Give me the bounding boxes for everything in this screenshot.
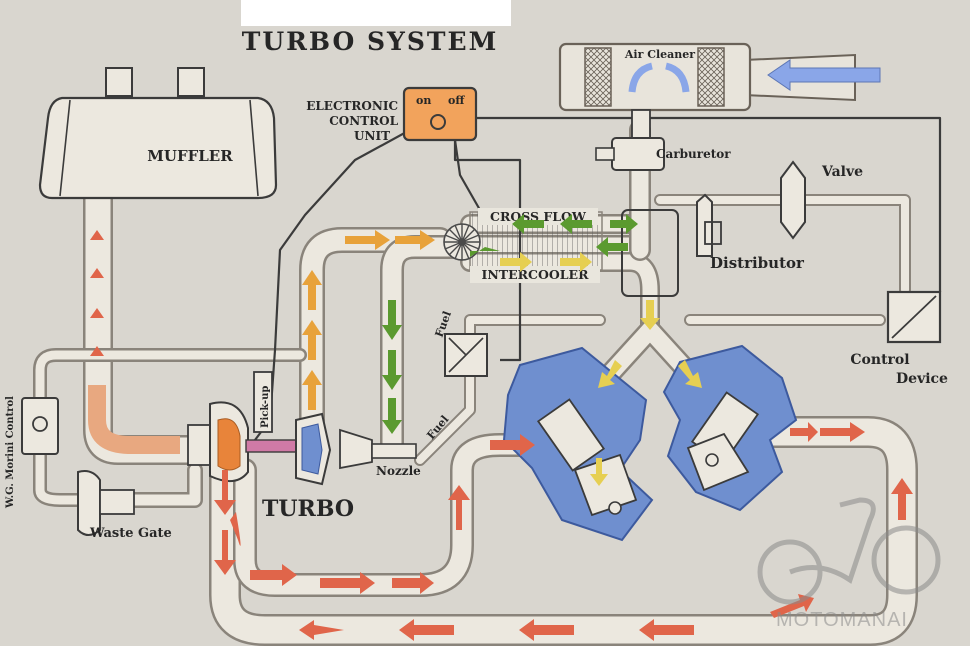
- control-device-label-line1: Control: [850, 352, 909, 368]
- ecu-off-label: off: [448, 94, 465, 107]
- muffler-downpipe: [83, 180, 215, 465]
- muffler: MUFFLER: [38, 67, 278, 200]
- mixture-arrows: [500, 252, 702, 486]
- engine-left-bank: [502, 346, 654, 542]
- valve: Valve: [780, 160, 863, 240]
- waste-gate: Waste Gate: [77, 470, 172, 541]
- engine: [502, 344, 798, 542]
- nozzle: Nozzle: [339, 428, 421, 478]
- watermark: MOTOMANAI: [757, 497, 941, 631]
- turbo-shaft: [245, 439, 299, 453]
- intercooler-label: INTERCOOLER: [482, 267, 590, 282]
- distributor: Distributor: [621, 193, 805, 297]
- boost-pipe: [299, 227, 453, 433]
- air-cleaner: Air Cleaner: [558, 42, 881, 112]
- diagram-title: TURBO SYSTEM: [242, 27, 499, 56]
- engine-right-bank: [662, 344, 798, 512]
- intercooler-fan-icon: [443, 223, 481, 261]
- wastegate-control: W.G. Morini Control: [5, 396, 59, 509]
- pickup-sensor: [253, 371, 273, 433]
- electronic-control-unit: on off ELECTRONIC CONTROL UNIT: [306, 86, 478, 143]
- ecu-on-label: on: [416, 94, 431, 107]
- title-plate: [241, 0, 511, 26]
- carburetor: Carburetor: [595, 109, 731, 171]
- distributor-label: Distributor: [710, 254, 805, 272]
- ecu-switch-icon: [430, 114, 446, 130]
- ecu-label-line1: ELECTRONIC: [306, 99, 398, 113]
- cooled-air-arrows: [382, 214, 638, 434]
- boost-arrows: [302, 230, 435, 410]
- cross-flow-label: CROSS FLOW: [490, 209, 587, 224]
- flow-arrows: [88, 214, 913, 641]
- air-flow-arrow-left: [628, 62, 653, 93]
- muffler-label: MUFFLER: [147, 147, 233, 165]
- exhaust-flow-to-muffler: [88, 385, 180, 454]
- control-device-label-line2: Device: [896, 371, 948, 387]
- watermark-text: MOTOMANAI: [776, 609, 908, 631]
- air-intake-arrow: [767, 59, 881, 91]
- control-device: Control Device: [850, 290, 948, 387]
- ecu-label-line2: CONTROL: [329, 114, 398, 128]
- waste-gate-label: Waste Gate: [89, 526, 172, 541]
- air-cleaner-label: Air Cleaner: [624, 48, 695, 61]
- motorcycle-logo-icon: [757, 497, 941, 605]
- turbocharger: Pick-up TURBO: [187, 371, 354, 522]
- air-flow-arrow-right: [665, 62, 690, 93]
- valve-label: Valve: [821, 164, 863, 180]
- wg-control-label: W.G. Morini Control: [5, 396, 16, 509]
- turbo-label: TURBO: [262, 496, 354, 522]
- pickup-label: Pick-up: [260, 386, 271, 428]
- carburetor-label: Carburetor: [656, 147, 731, 161]
- exhaust-arrows-loop: [214, 422, 913, 641]
- nozzle-label: Nozzle: [376, 464, 421, 478]
- ecu-label-line3: UNIT: [354, 129, 390, 143]
